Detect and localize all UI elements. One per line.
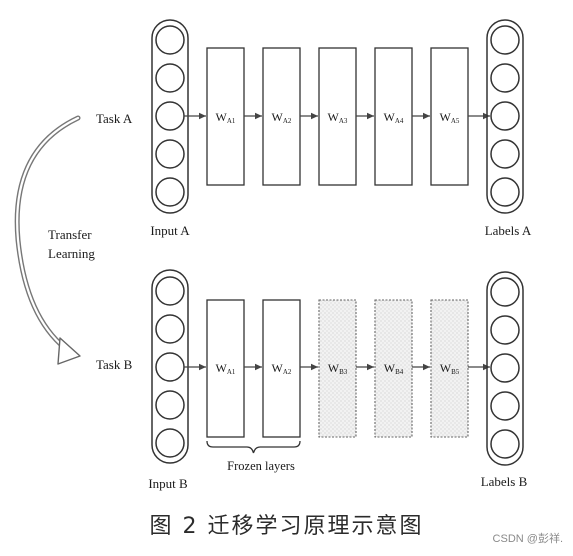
layer-weight-label: WA1 [216,110,236,125]
layer-box [206,47,245,186]
labels-b-node [490,391,520,421]
input-b-node [155,352,185,382]
frozen-layers-label: Frozen layers [227,459,295,473]
layer-b2-frozen: WA2 [262,299,301,438]
layer-box [318,299,357,438]
input-a-column [151,19,189,214]
labels-b-node [490,277,520,307]
labels-b-node [490,315,520,345]
labels-b-label: Labels B [481,474,528,489]
layer-box [206,299,245,438]
input-a-node [155,101,185,131]
layer-weight-label: WA2 [272,110,292,125]
figure-caption: 图 2 迁移学习原理示意图 [149,514,424,539]
layer-weight-label: WB3 [328,361,348,376]
labels-a-column [486,19,524,214]
transfer-label-line2: Learning [48,246,95,261]
labels-b-node [490,429,520,459]
layer-weight-label: WB5 [440,361,460,376]
layers-b: WA1 WA2 WB3 WB4 WB5 [206,299,469,438]
layer-box [430,299,469,438]
layer-b4-trainable: WB4 [374,299,413,438]
labels-b-capsule [486,271,524,466]
transfer-arrow [14,115,81,365]
layer-box [374,47,413,186]
layer-a2: WA2 [262,47,301,186]
layer-box [374,299,413,438]
layer-a1: WA1 [206,47,245,186]
layer-a4: WA4 [374,47,413,186]
layer-b3-trainable: WB3 [318,299,357,438]
labels-a-node [490,139,520,169]
layer-weight-label: WA3 [328,110,348,125]
transfer-arrow-head [57,337,81,365]
labels-a-node [490,177,520,207]
labels-b-node [490,353,520,383]
task-b-label: Task B [96,357,133,372]
layer-weight-label: WA2 [272,361,292,376]
labels-a-capsule [486,19,524,214]
transfer-arrow-shaft-inner [16,116,80,354]
layer-weight-label: WB4 [384,361,404,376]
network-b: Task B Input B WA1 WA2 WB3 [96,269,528,491]
layer-weight-label: WA4 [384,110,404,125]
input-b-column [151,269,189,464]
layer-weight-label: WA1 [216,361,236,376]
transfer-label-line1: Transfer [48,227,92,242]
labels-a-node [490,63,520,93]
layer-box [262,299,301,438]
input-b-label: Input B [148,476,188,491]
frozen-layers-brace [206,440,301,454]
input-b-node [155,276,185,306]
input-b-node [155,390,185,420]
labels-a-node [490,101,520,131]
layer-weight-label: WA5 [440,110,460,125]
input-a-label: Input A [150,223,190,238]
layer-a5: WA5 [430,47,469,186]
labels-b-column [486,271,524,466]
layer-a3: WA3 [318,47,357,186]
input-a-node [155,177,185,207]
input-b-node [155,314,185,344]
network-a: Task A Input A WA1 WA2 WA3 [96,19,532,238]
layer-b5-trainable: WB5 [430,299,469,438]
watermark: CSDN @彭祥. [492,533,563,545]
input-a-node [155,63,185,93]
input-b-node [155,428,185,458]
layer-b1-frozen: WA1 [206,299,245,438]
task-a-label: Task A [96,111,133,126]
input-a-node [155,139,185,169]
input-a-node [155,25,185,55]
labels-a-node [490,25,520,55]
labels-a-label: Labels A [485,223,532,238]
